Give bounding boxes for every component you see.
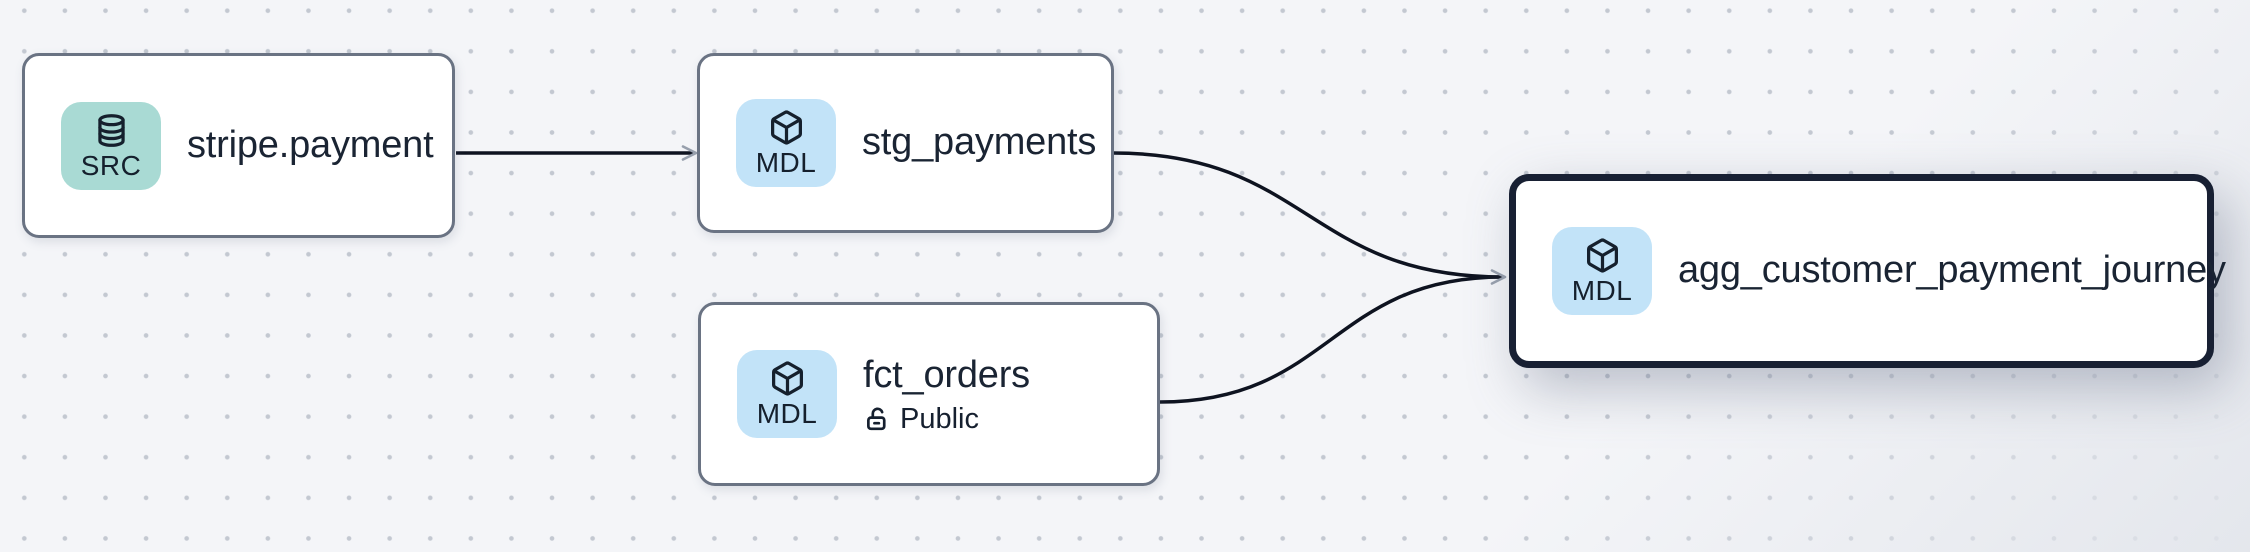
source-type-badge: SRC (61, 101, 161, 190)
model-type-badge: MDL (736, 99, 836, 187)
node-label: agg_customer_payment_journey (1678, 249, 2226, 292)
edge-stg-payments-to-agg-customer-payment-journey[interactable] (1112, 151, 1504, 279)
arrowhead-icon (681, 145, 698, 161)
database-icon (93, 112, 130, 149)
node-fct-orders[interactable]: MDL fct_orders Public (698, 302, 1160, 486)
node-stripe-payment[interactable]: SRC stripe.payment (22, 53, 455, 238)
node-stg-payments[interactable]: MDL stg_payments (697, 53, 1114, 233)
model-type-badge: MDL (1552, 227, 1652, 315)
node-label: stg_payments (862, 121, 1097, 164)
arrowhead-icon (1490, 269, 1507, 285)
node-label: fct_orders (863, 354, 1030, 397)
cube-icon (769, 360, 806, 397)
badge-label: MDL (755, 147, 817, 178)
cube-icon (1584, 237, 1621, 274)
lock-open-icon (863, 405, 891, 433)
access-row: Public (863, 402, 1030, 435)
badge-label: MDL (756, 398, 818, 429)
cube-icon (768, 109, 805, 146)
node-agg-customer-payment-journey[interactable]: MDL agg_customer_payment_journey (1509, 174, 2226, 368)
badge-label: MDL (1571, 275, 1633, 306)
model-type-badge: MDL (737, 350, 837, 438)
edge-fct-orders-to-agg-customer-payment-journey[interactable] (1159, 275, 1504, 404)
access-label: Public (900, 402, 979, 435)
node-label: stripe.payment (187, 123, 434, 166)
badge-label: SRC (80, 149, 142, 181)
